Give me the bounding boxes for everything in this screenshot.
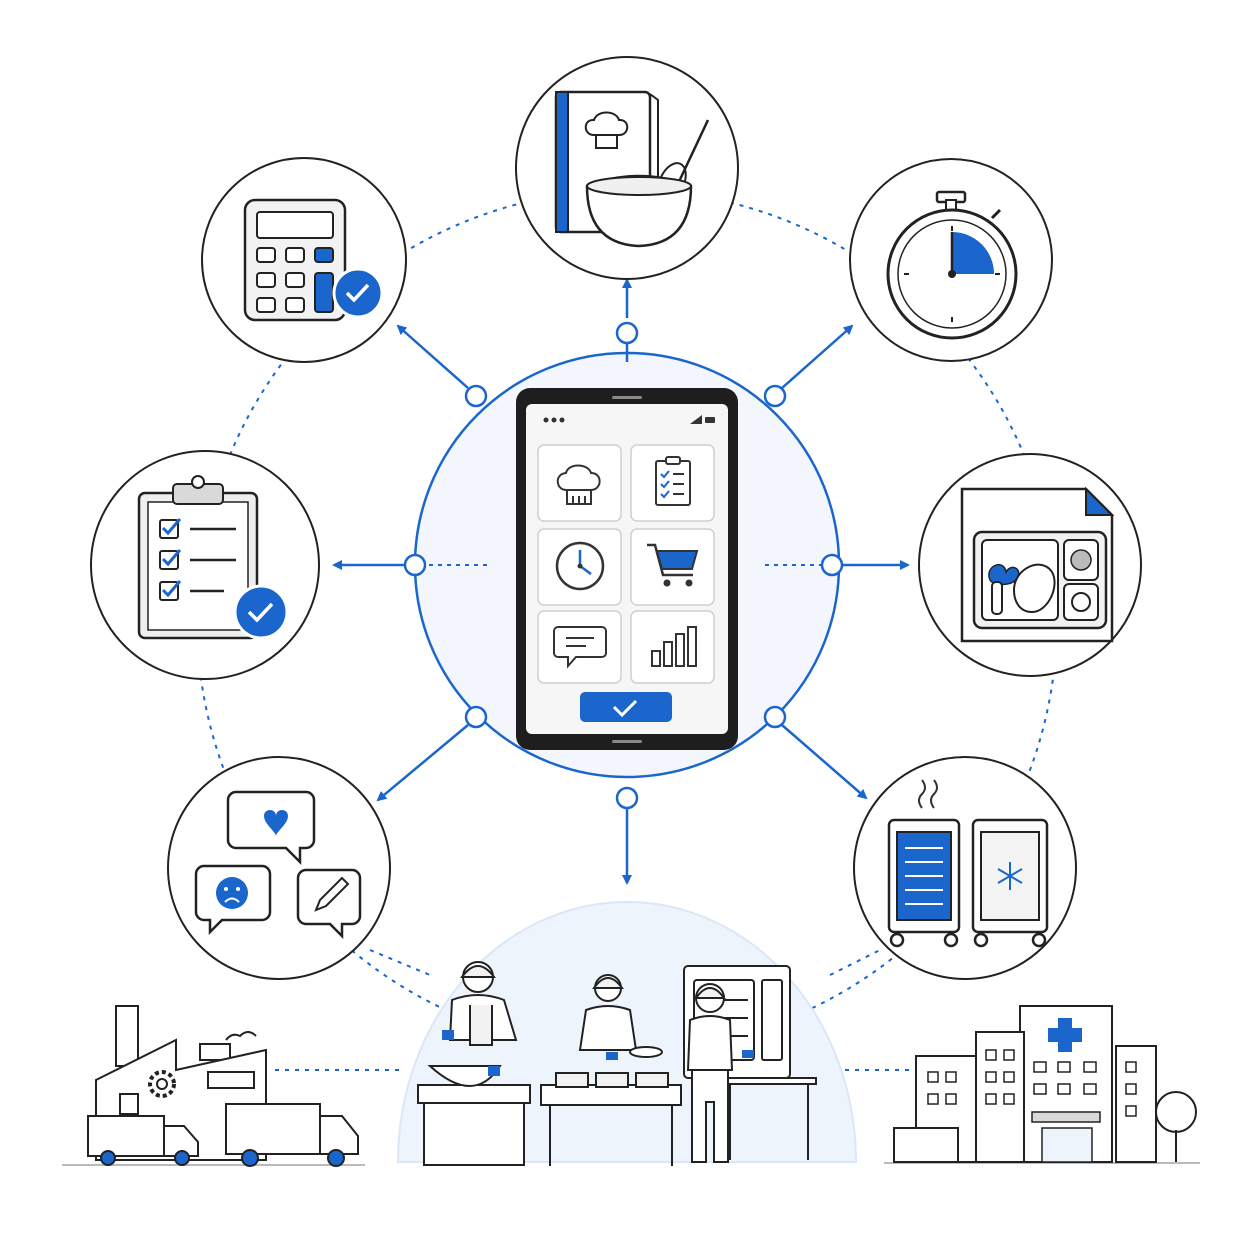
- central-kitchen-scene: [396, 901, 858, 1166]
- chef-hat-icon: [556, 464, 601, 505]
- clock-icon: [555, 541, 605, 591]
- connector-node: [403, 553, 427, 577]
- app-tile-chat[interactable]: [537, 610, 622, 684]
- connector-top: [615, 278, 639, 362]
- tree-icon: [1155, 1091, 1197, 1162]
- connector-node: [464, 705, 488, 729]
- connector-node: [615, 321, 639, 345]
- feedback-bubbles-icon: [194, 790, 362, 940]
- clipboard-checklist-icon: [137, 475, 289, 640]
- central-kitchen-staff-icon: [417, 961, 817, 1166]
- chat-bubble-icon: [553, 626, 607, 669]
- hot-cold-food-carts-icon: [887, 779, 1049, 948]
- checklist-icon: [655, 456, 691, 506]
- app-tile-chart[interactable]: [630, 610, 715, 684]
- delivery-truck-small-icon: [87, 1115, 199, 1166]
- medical-cross-icon: [1048, 1018, 1082, 1052]
- connector-left: [332, 553, 487, 577]
- app-tile-cart[interactable]: [630, 528, 715, 606]
- hospital-building-icon: [884, 1005, 1200, 1164]
- satellite-menu-tray: [918, 453, 1142, 677]
- connector-node: [615, 786, 639, 810]
- app-tile-clock[interactable]: [537, 528, 622, 606]
- connector-bottom: [615, 786, 639, 885]
- factory-with-delivery-trucks-icon: [62, 1005, 365, 1167]
- connector-right: [765, 553, 910, 577]
- sad-face-icon: [216, 877, 248, 909]
- delivery-truck-large-icon: [225, 1103, 359, 1167]
- satellite-feedback: [167, 756, 391, 980]
- meal-tray-document-icon: [960, 486, 1115, 643]
- connector-node: [464, 384, 488, 408]
- checkmark-icon: [612, 699, 638, 718]
- check-badge-icon: [233, 584, 289, 640]
- check-badge-icon: [332, 267, 384, 319]
- satellite-recipes: [515, 56, 739, 280]
- bar-chart-icon: [651, 626, 697, 667]
- pencil-icon: [314, 876, 350, 912]
- connector-top-right: [763, 324, 854, 408]
- connector-top-left: [396, 324, 488, 408]
- shopping-cart-icon: [647, 543, 699, 587]
- connector-bottom-right: [763, 705, 868, 800]
- satellite-checklist: [90, 450, 320, 680]
- calculator-check-icon: [243, 198, 384, 322]
- connector-bottom-left: [376, 705, 488, 802]
- satellite-transport-carts: [853, 756, 1077, 980]
- connector-node: [763, 705, 787, 729]
- snowflake-icon: [997, 862, 1023, 890]
- bottom-dashed-links: [275, 949, 915, 1071]
- tablet-device: [516, 388, 738, 750]
- connector-node: [820, 553, 844, 577]
- satellite-costing: [201, 157, 407, 363]
- confirm-button[interactable]: [580, 692, 672, 722]
- satellite-timing: [849, 158, 1053, 362]
- heart-icon: [264, 810, 288, 836]
- recipe-book-whisk-bowl-icon: [554, 90, 710, 248]
- connector-node: [763, 384, 787, 408]
- app-tile-chef[interactable]: [537, 444, 622, 522]
- app-tile-checklist[interactable]: [630, 444, 715, 522]
- gear-icon: [148, 1070, 176, 1098]
- stopwatch-icon: [886, 190, 1018, 340]
